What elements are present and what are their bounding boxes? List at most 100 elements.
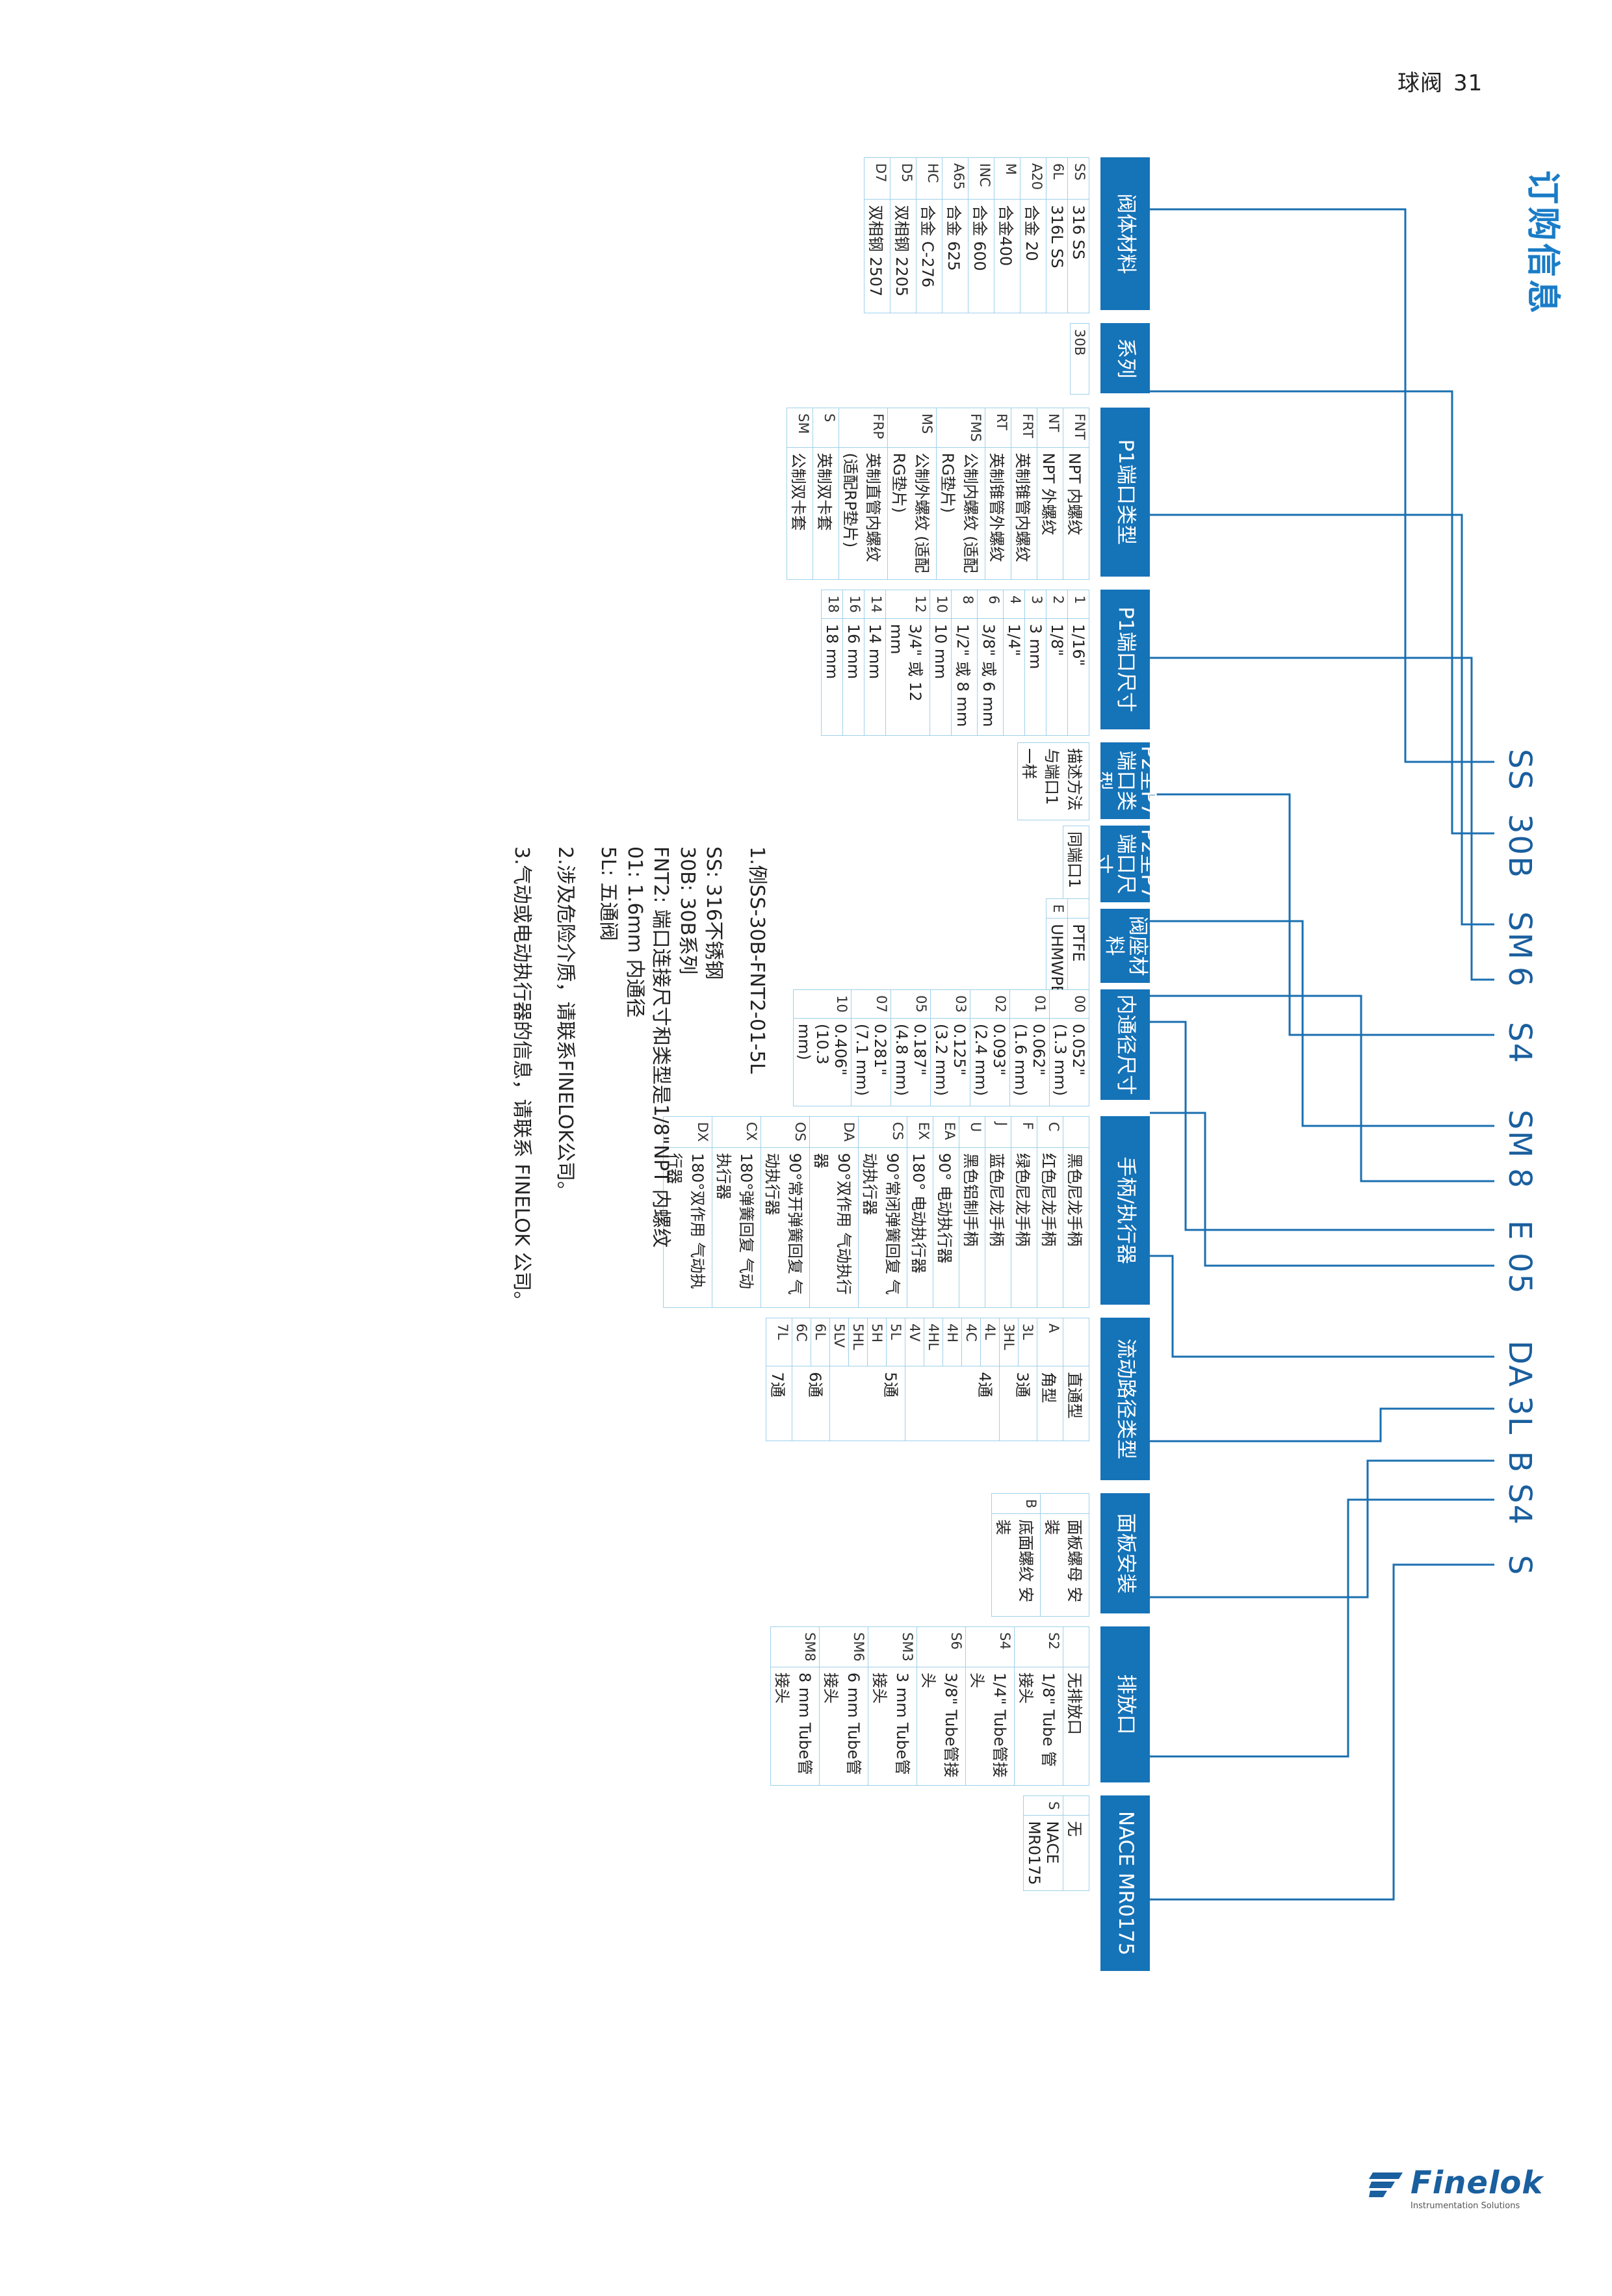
header-nace: NACE MR0175 [1100,1795,1150,1971]
header-p1-size: P1端口尺寸 [1100,590,1150,729]
note-1-title: 1.例SS-30B-FNT2-01-5L [746,846,768,1074]
table-row: 无 [1063,1795,1089,1891]
table-row: 直通型 [1063,1318,1089,1441]
note-1-detail: SS: 316不锈钢 30B: 30B系列 FNT2: 端口连接尺寸和类型是1/… [597,846,725,1248]
notes: 1.例SS-30B-FNT2-01-5L SS: 316不锈钢 30B: 30B… [491,846,770,1311]
note-2: 2.涉及危险介质，请联系FINELOK公司。 [554,846,577,1201]
header-body-material: 阀体材料 [1100,157,1150,310]
header-bore-size: 内通径尺寸 [1100,989,1150,1100]
header-p2p7-type: P2至P7 端口类型 [1091,742,1160,819]
table-series: 30B [1070,323,1089,395]
header-seat-material: 阀座材料 [1100,909,1150,983]
table-row: 黑色尼龙手柄 [1063,1116,1089,1308]
page-header: 球阀 31 [1398,65,1483,97]
logo-tagline: Instrumentation Solutions [1410,2201,1520,2211]
finelok-logo: Finelok Instrumentation Solutions [1369,2165,1544,2211]
logo-text: Finelok [1410,2165,1544,2201]
header-vent: 排放口 [1100,1626,1150,1782]
header-panel-mount: 面板安装 [1100,1493,1150,1613]
section-title: 球阀 [1398,70,1443,96]
table-row: 描述方法与端口1 一样 [1017,742,1089,820]
page-number: 31 [1453,70,1483,96]
table-row: 同端口1 [1063,826,1089,904]
table-p2p7-type: 描述方法与端口1 一样 [1017,742,1089,820]
table-row: 无排放口 [1063,1626,1089,1786]
note-3: 3.气动或电动执行器的信息，请联系 FINELOK 公司。 [510,846,534,1311]
table-row: 30B [1070,323,1089,395]
table-row: 面板螺母 安装 [1040,1493,1089,1617]
finelok-mark-icon [1369,2172,1403,2197]
table-row: PTFE [1067,898,1089,1001]
header-series: 系列 [1100,323,1150,393]
table-p2p7-size: 同端口1 [1063,826,1089,904]
connector-lines [1150,208,1494,1901]
header-flow-path: 流动路径类型 [1100,1318,1150,1480]
